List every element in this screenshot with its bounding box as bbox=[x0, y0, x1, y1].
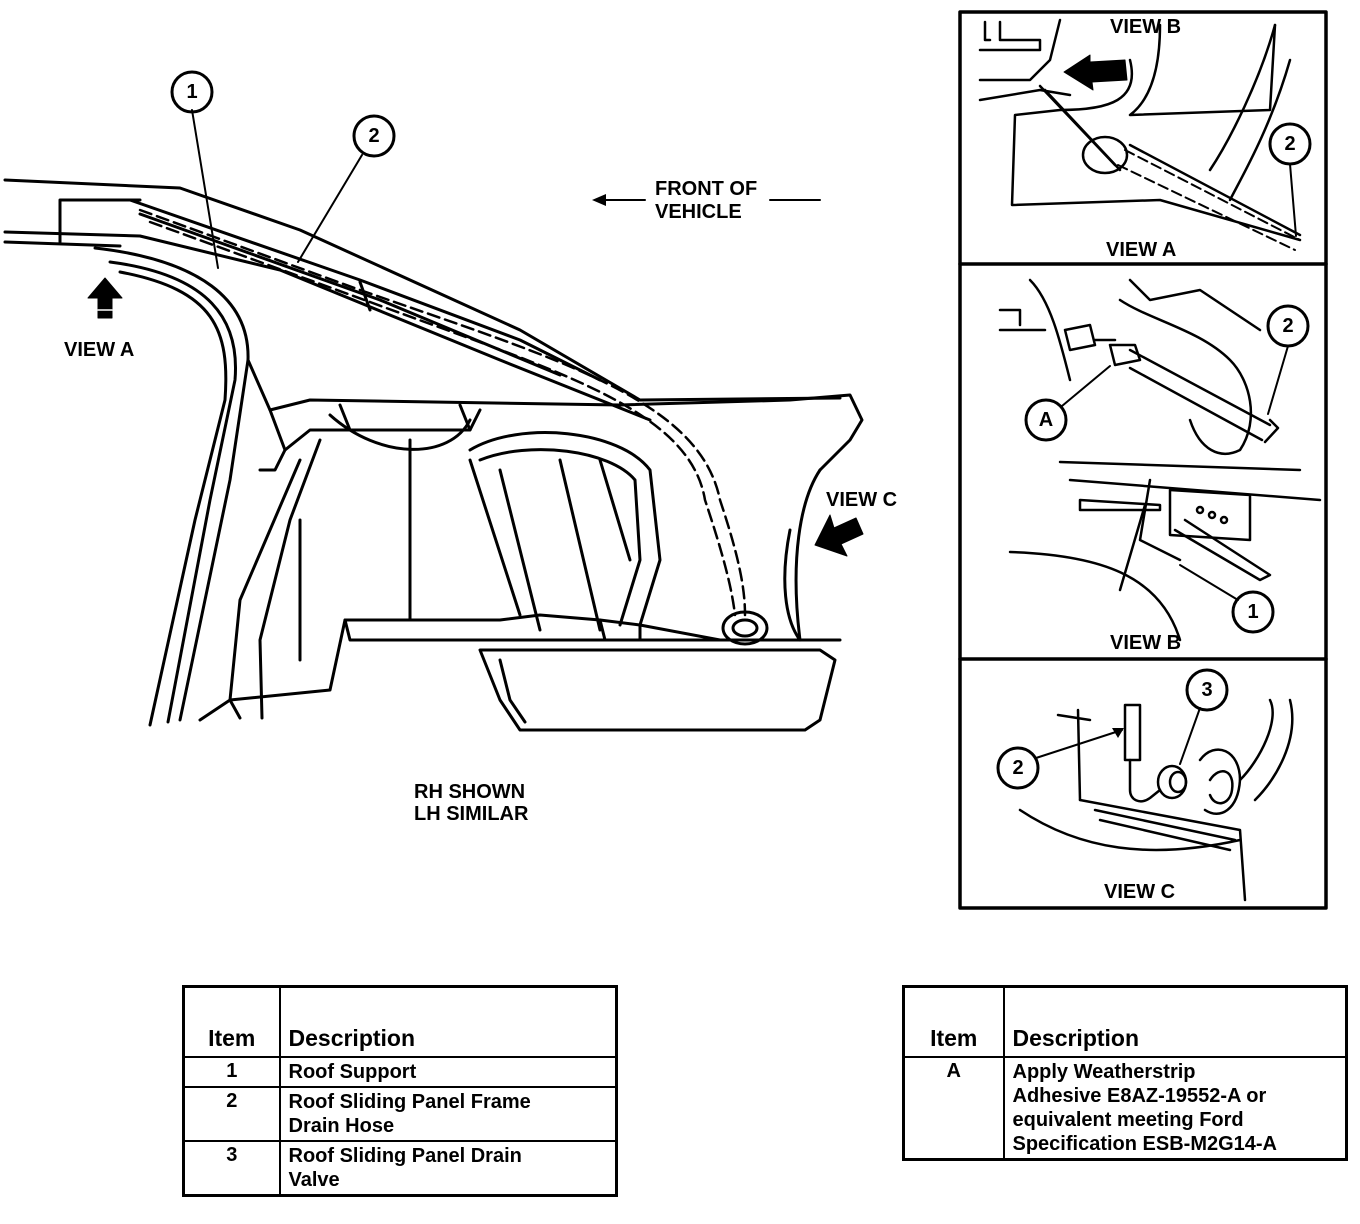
view-a-arrow-icon bbox=[87, 277, 123, 319]
lh-similar-label: LH SIMILAR bbox=[414, 803, 529, 825]
inset1-callout-2: 2 bbox=[1284, 133, 1295, 155]
notes-table: Item Description A Apply Weatherstrip Ad… bbox=[902, 985, 1348, 1161]
inset2-view-b-label: VIEW B bbox=[1110, 632, 1181, 654]
inset1-hose bbox=[1117, 149, 1301, 251]
main-view-body bbox=[3, 178, 864, 732]
inset1-art bbox=[978, 18, 1302, 242]
inset2-callout-1: 1 bbox=[1247, 601, 1258, 623]
table-row: 1 Roof Support bbox=[182, 1056, 618, 1088]
inset1-view-b-label: VIEW B bbox=[1110, 16, 1181, 38]
notes-header-desc: Description bbox=[1002, 985, 1348, 1058]
items-row-3-desc: Roof Sliding Panel Drain Valve bbox=[278, 1140, 618, 1197]
inset2-callout-A: A bbox=[1039, 409, 1053, 431]
notes-row-1-item: A bbox=[902, 1056, 1005, 1161]
view-c-label: VIEW C bbox=[826, 489, 897, 511]
inset3-art bbox=[1018, 698, 1294, 902]
inset2-callout-A-circle bbox=[1024, 398, 1068, 442]
inset3-callout-2: 2 bbox=[1012, 757, 1023, 779]
items-header-item: Item bbox=[182, 985, 281, 1058]
front-arrow-head-icon bbox=[592, 194, 606, 206]
inset1-view-b-arrow-icon bbox=[1063, 54, 1128, 91]
main-callout-1-circle bbox=[170, 70, 214, 114]
drain-hose-diagram: 1 2 FRONT OF VEHICLE VIEW A VIEW C RH SH… bbox=[3, 10, 1328, 910]
front-of-vehicle-label-2: VEHICLE bbox=[655, 201, 742, 223]
view-a-label: VIEW A bbox=[64, 339, 134, 361]
main-callout-1: 1 bbox=[186, 81, 197, 103]
inset-frame bbox=[958, 10, 1328, 910]
table-row: 3 Roof Sliding Panel Drain Valve bbox=[182, 1140, 618, 1197]
inset2-callout-1-circle bbox=[1231, 590, 1275, 634]
items-row-1-desc: Roof Support bbox=[278, 1056, 618, 1088]
inset3-view-c-label: VIEW C bbox=[1104, 881, 1175, 903]
items-row-2-desc: Roof Sliding Panel Frame Drain Hose bbox=[278, 1086, 618, 1142]
inset1-view-a-label: VIEW A bbox=[1106, 239, 1176, 261]
items-row-3-item: 3 bbox=[182, 1140, 281, 1197]
notes-header-item: Item bbox=[902, 985, 1005, 1058]
notes-row-1-desc: Apply Weatherstrip Adhesive E8AZ-19552-A… bbox=[1002, 1056, 1348, 1161]
items-table-header: Item Description bbox=[182, 985, 618, 1058]
view-c-arrow-icon bbox=[814, 514, 864, 557]
main-drain-hose bbox=[138, 208, 747, 617]
inset2-callout-2: 2 bbox=[1282, 315, 1293, 337]
table-row: A Apply Weatherstrip Adhesive E8AZ-19552… bbox=[902, 1056, 1348, 1161]
items-header-desc: Description bbox=[278, 985, 618, 1058]
inset3-callout-3: 3 bbox=[1201, 679, 1212, 701]
inset3-callout-2-circle bbox=[996, 746, 1040, 790]
items-row-2-item: 2 bbox=[182, 1086, 281, 1142]
main-callout-2-circle bbox=[352, 114, 396, 158]
items-table: Item Description 1 Roof Support 2 Roof S… bbox=[182, 985, 618, 1197]
notes-table-header: Item Description bbox=[902, 985, 1348, 1058]
front-of-vehicle-label: FRONT OF bbox=[655, 178, 757, 200]
main-callout-2: 2 bbox=[368, 125, 379, 147]
inset2-art bbox=[998, 278, 1322, 642]
items-row-1-item: 1 bbox=[182, 1056, 281, 1088]
inset3-callout-3-circle bbox=[1185, 668, 1229, 712]
main-callout-leaders bbox=[191, 109, 363, 269]
rh-shown-label: RH SHOWN bbox=[414, 781, 525, 803]
table-row: 2 Roof Sliding Panel Frame Drain Hose bbox=[182, 1086, 618, 1142]
